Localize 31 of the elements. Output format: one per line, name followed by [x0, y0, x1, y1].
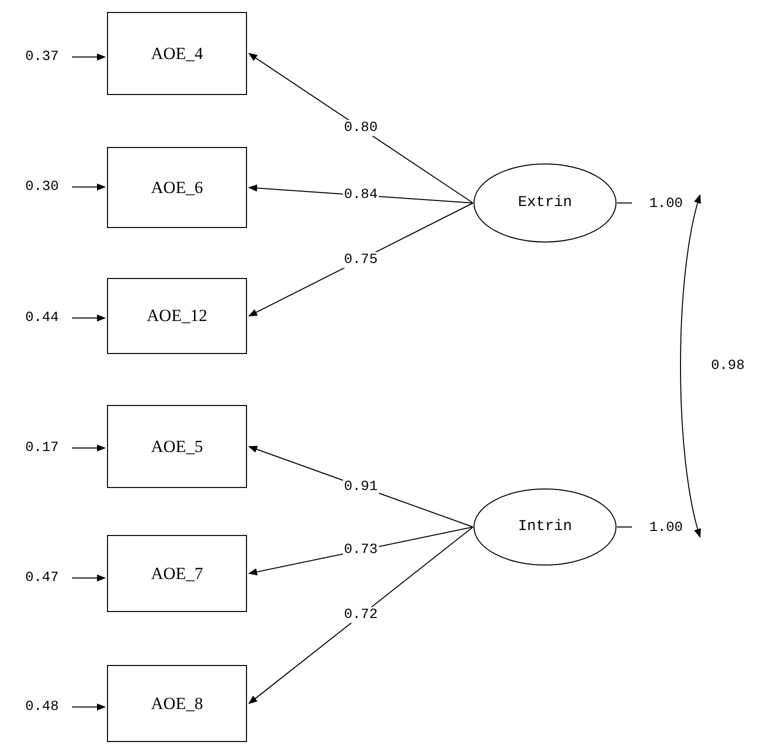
observed-variable-box: AOE_12 — [107, 278, 247, 354]
arrow — [72, 314, 106, 322]
arrow — [680, 194, 702, 538]
path-coefficient: 0.91 — [343, 478, 379, 495]
observed-variable-box: AOE_6 — [107, 147, 247, 228]
variance-value: 1.00 — [634, 519, 698, 537]
latent-variable-ellipse: Extrin — [473, 163, 617, 243]
arrow — [72, 444, 106, 452]
path-coefficient: 0.72 — [343, 607, 379, 624]
arrow — [248, 526, 474, 704]
observed-variable-box: AOE_7 — [107, 535, 247, 612]
variance-value: 0.44 — [12, 309, 72, 327]
connector-line — [616, 202, 632, 204]
observed-variable-box: AOE_8 — [107, 665, 247, 742]
variance-value: 0.47 — [12, 569, 72, 587]
path-coefficient: 0.75 — [343, 252, 379, 268]
observed-variable-box: AOE_5 — [107, 405, 247, 488]
connector-line — [616, 526, 632, 528]
variance-value: 0.48 — [12, 698, 72, 716]
latent-variable-ellipse: Intrin — [473, 488, 617, 566]
arrow — [72, 53, 106, 61]
variance-value: 0.37 — [12, 48, 72, 66]
arrow — [72, 703, 106, 711]
variance-value: 1.00 — [634, 195, 698, 213]
observed-variable-box: AOE_4 — [107, 12, 247, 95]
variance-value: 0.30 — [12, 178, 72, 196]
variance-value: 0.17 — [12, 439, 72, 457]
arrow — [72, 183, 106, 191]
arrow — [72, 574, 106, 582]
path-coefficient: 0.80 — [343, 120, 379, 136]
arrow — [248, 53, 474, 204]
